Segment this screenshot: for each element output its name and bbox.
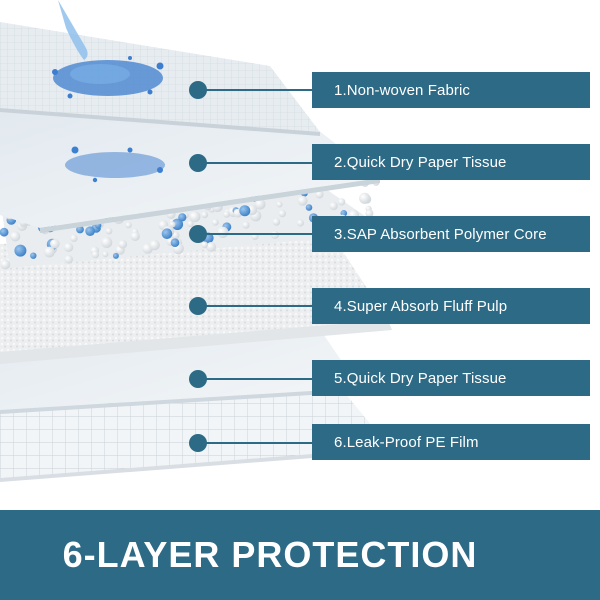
sap-bead-blue [178, 213, 186, 221]
sap-bead-white [189, 211, 200, 222]
leader-dot-2 [189, 154, 207, 172]
leader-line-4 [197, 305, 313, 307]
sap-bead-white [279, 210, 286, 217]
sap-bead-white [102, 251, 108, 257]
sap-bead-white [201, 242, 208, 249]
sap-bead-white [64, 255, 73, 264]
sap-bead-blue [162, 228, 173, 239]
sap-bead-white [150, 240, 160, 250]
leader-dot-5 [189, 370, 207, 388]
sap-bead-blue [30, 253, 36, 259]
sap-bead-white [70, 235, 77, 242]
leader-line-2 [197, 162, 313, 164]
sap-bead-white [359, 193, 370, 204]
footer-banner: 6-LAYER PROTECTION [0, 510, 600, 600]
sap-bead-white [64, 243, 73, 252]
layer-label-6: 6.Leak-Proof PE Film [312, 424, 590, 460]
sap-bead-blue [306, 204, 313, 211]
sap-bead-blue [85, 226, 95, 236]
sap-bead-white [223, 211, 230, 218]
sap-bead-blue [171, 238, 180, 247]
leader-dot-4 [189, 297, 207, 315]
sap-bead-white [131, 232, 140, 241]
sap-bead-blue [0, 228, 9, 237]
sap-bead-white [10, 231, 20, 241]
layer-illustration: 1.Non-woven Fabric 2.Quick Dry Paper Tis… [0, 0, 600, 510]
sap-bead-white [297, 219, 304, 226]
sap-bead-white [101, 237, 112, 248]
sap-bead-blue [239, 205, 250, 216]
leader-dot-1 [189, 81, 207, 99]
leader-line-6 [197, 442, 313, 444]
sap-bead-white [298, 196, 308, 206]
leader-dot-3 [189, 225, 207, 243]
sap-bead-white [338, 198, 345, 205]
layer-non-woven-fabric [0, 0, 320, 136]
sap-bead-white [242, 222, 249, 229]
sap-bead-white [44, 247, 55, 258]
layer-label-4: 4.Super Absorb Fluff Pulp [312, 288, 590, 324]
sap-bead-white [118, 240, 127, 249]
sap-bead-white [212, 219, 219, 226]
sap-bead-white [201, 211, 208, 218]
layer-label-3: 3.SAP Absorbent Polymer Core [312, 216, 590, 252]
sap-bead-white [1, 260, 11, 270]
sap-bead-white [125, 222, 131, 228]
layer-label-1: 1.Non-woven Fabric [312, 72, 590, 108]
layer-label-5: 5.Quick Dry Paper Tissue [312, 360, 590, 396]
footer-title: 6-LAYER PROTECTION [63, 534, 478, 576]
sap-bead-white [106, 228, 113, 235]
sap-bead-blue [113, 253, 119, 259]
sap-bead-white [92, 251, 99, 258]
sap-bead-white [169, 221, 175, 227]
leader-dot-6 [189, 434, 207, 452]
sap-bead-white [276, 201, 282, 207]
leader-line-3 [197, 233, 313, 235]
sap-bead-blue [14, 245, 26, 257]
sap-bead-white [273, 218, 281, 226]
layer-label-2: 2.Quick Dry Paper Tissue [312, 144, 590, 180]
leader-line-5 [197, 378, 313, 380]
leader-line-1 [197, 89, 313, 91]
sap-bead-white [329, 202, 337, 210]
